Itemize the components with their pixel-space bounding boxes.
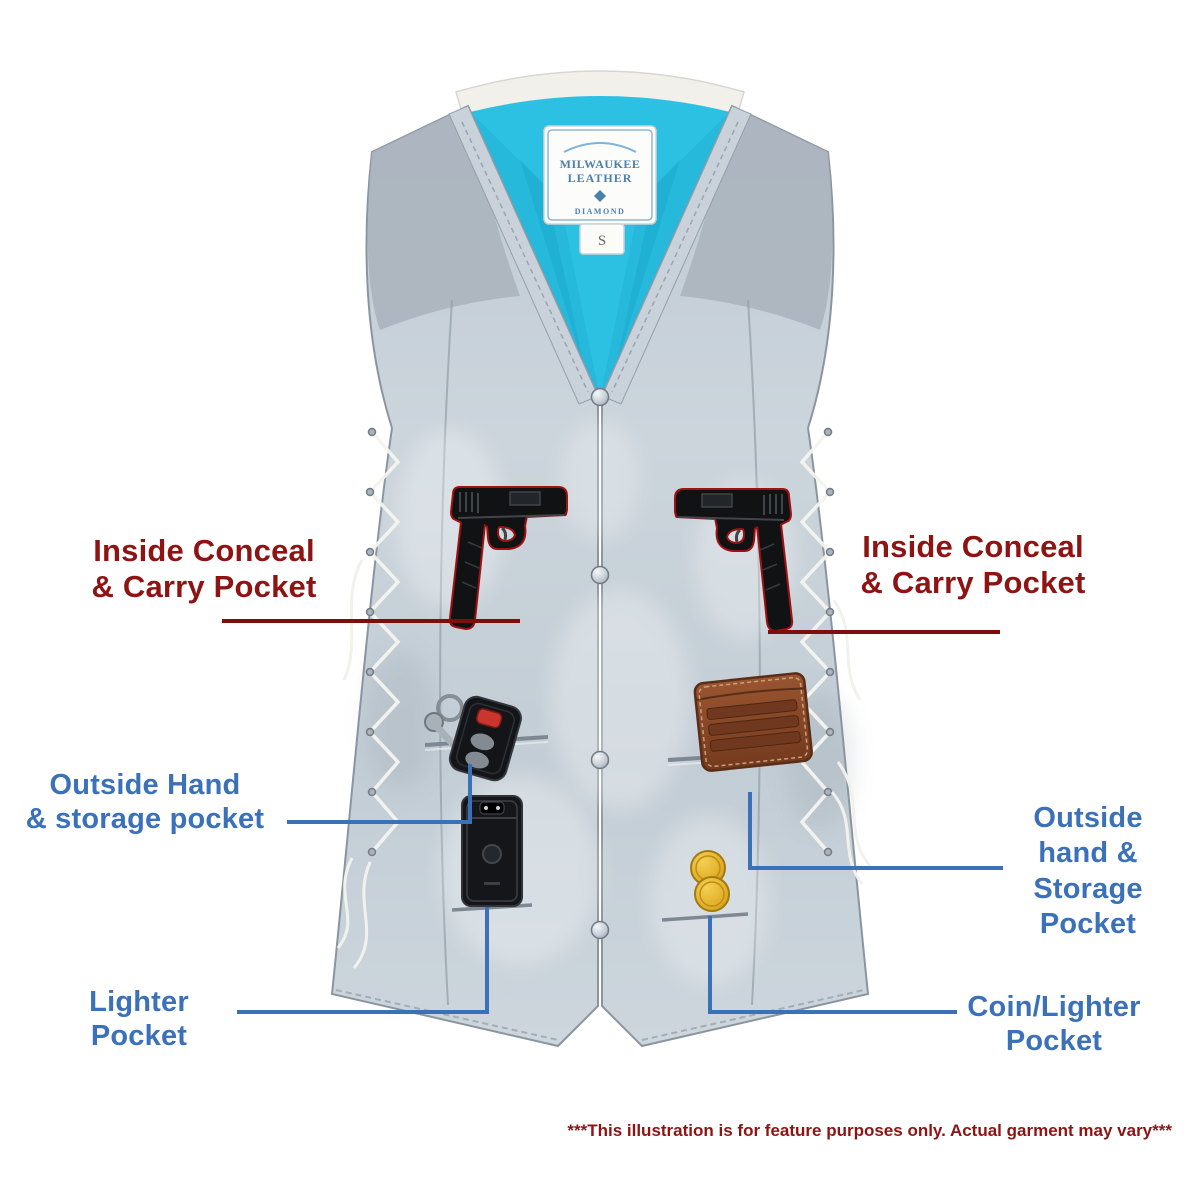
eagle-wings-icon <box>563 142 637 153</box>
label-line: Outside <box>1033 802 1143 834</box>
label-line: & Carry Pocket <box>860 565 1086 601</box>
pistol-left-icon <box>448 486 568 630</box>
label-line: Pocket <box>1039 908 1137 941</box>
label-line: Coin/Lighter <box>967 991 1141 1023</box>
label-outside-hand-right: Outside hand & Storage Pocket <box>1012 801 1164 943</box>
callout-line-outside-left <box>287 764 472 824</box>
label-line: hand & <box>1038 837 1138 870</box>
label-line: Pocket <box>90 1019 188 1052</box>
label-line: Inside Conceal <box>862 529 1084 564</box>
tag-badge: DIAMOND <box>575 207 626 216</box>
callout-line-lighter <box>237 907 489 1014</box>
side-laces <box>336 427 872 969</box>
label-line: Lighter <box>89 986 189 1018</box>
label-coin-lighter-pocket: Coin/Lighter Pocket <box>948 991 1160 1059</box>
coins-icon <box>690 850 730 912</box>
label-line: Inside Conceal <box>93 533 315 568</box>
diamond-icon <box>594 190 606 202</box>
label-line: Pocket <box>1005 1024 1103 1057</box>
callout-line-outside-right <box>748 792 1003 870</box>
lighter-icon <box>461 795 523 907</box>
snap-buttons <box>590 387 610 940</box>
label-line: Storage <box>1033 872 1143 905</box>
tag-brand-line1: MILWAUKEE <box>560 157 641 171</box>
label-outside-hand-left: Outside Hand & storage pocket <box>0 769 294 837</box>
callout-line-coin <box>708 916 957 1014</box>
label-line: & storage pocket <box>25 802 265 835</box>
label-inside-conceal-left: Inside Conceal & Carry Pocket <box>58 533 350 606</box>
label-inside-conceal-right: Inside Conceal & Carry Pocket <box>828 529 1118 602</box>
label-lighter-pocket: Lighter Pocket <box>55 986 223 1054</box>
key-fob-icon <box>424 694 522 782</box>
pistol-right-icon <box>674 488 794 632</box>
callout-lines <box>222 619 1003 1014</box>
tag-brand-line2: LEATHER <box>568 171 633 185</box>
tag-size: S <box>598 233 606 249</box>
disclaimer-text: ***This illustration is for feature purp… <box>567 1121 1172 1140</box>
wallet-icon <box>693 672 813 772</box>
brand-tag: MILWAUKEE LEATHER DIAMOND S <box>543 125 657 255</box>
label-line: Outside Hand <box>49 769 241 801</box>
label-line: & Carry Pocket <box>91 569 317 605</box>
